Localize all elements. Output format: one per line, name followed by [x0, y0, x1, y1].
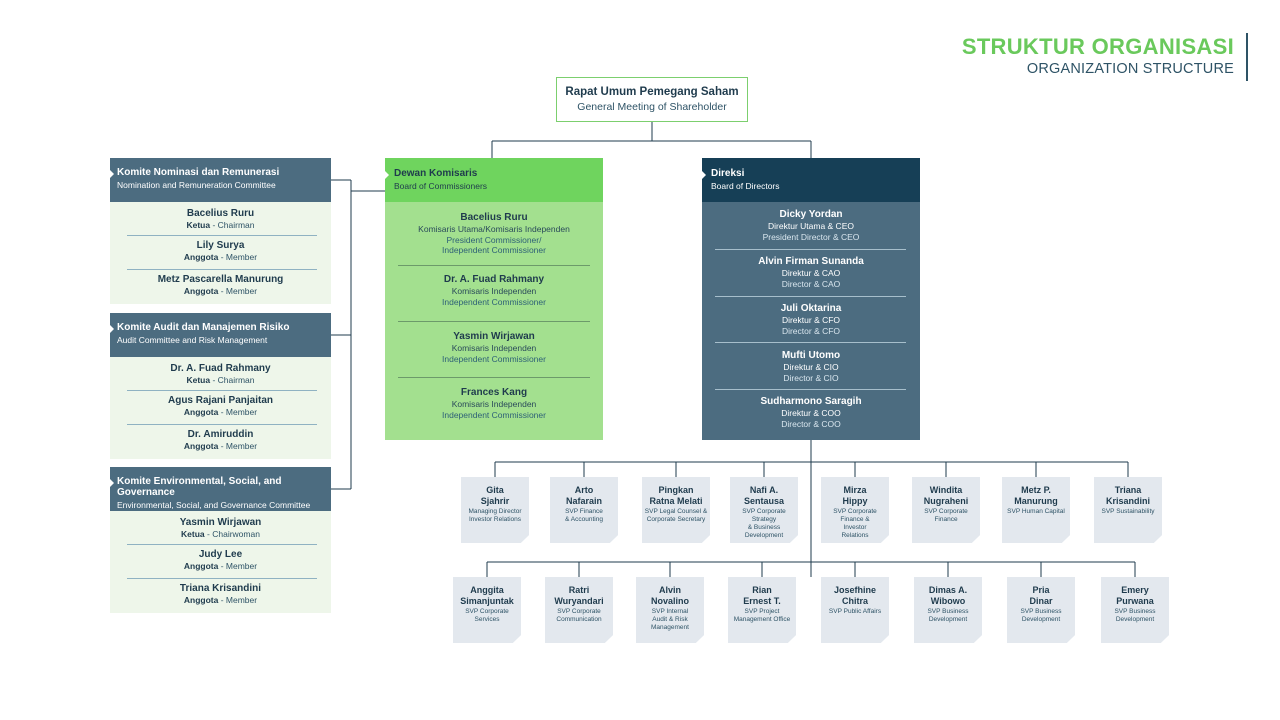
committee-nomination-body: Bacelius Ruru Ketua - Chairman Lily Sury… [110, 202, 331, 304]
page-subtitle: ORGANIZATION STRUCTURE [1026, 61, 1234, 77]
commissioner-member: Frances Kang Komisaris Independen Indepe… [442, 387, 546, 420]
director-member: Alvin Firman Sunanda Direktur & CAO Dire… [758, 256, 864, 289]
committee-member: Yasmin Wirjawan Ketua - Chairwoman [179, 517, 262, 539]
triangle-marker-icon [110, 479, 114, 487]
committee-nomination-header: Komite Nominasi dan Remunerasi Nominatio… [110, 158, 331, 202]
commissioner-member: Bacelius Ruru Komisaris Utama/Komisaris … [418, 212, 570, 255]
directors-body: Dicky Yordan Direktur Utama & CEO Presid… [702, 202, 920, 440]
committee-esg-header: Komite Environmental, Social, and Govern… [110, 467, 331, 511]
committee-audit-body: Dr. A. Fuad Rahmany Ketua - Chairman Agu… [110, 357, 331, 459]
committee-member: Judy Lee Anggota - Member [183, 549, 258, 571]
commissioner-member: Yasmin Wirjawan Komisaris Independen Ind… [442, 331, 546, 364]
committee-esg-body: Yasmin Wirjawan Ketua - Chairwoman Judy … [110, 511, 331, 613]
committee-member: Agus Rajani Panjaitan Anggota - Member [167, 395, 274, 417]
committee-member: Dr. Amiruddin Anggota - Member [183, 429, 258, 451]
commissioners-body: Bacelius Ruru Komisaris Utama/Komisaris … [385, 202, 603, 440]
rups-subtitle: General Meeting of Shareholder [577, 101, 727, 113]
commissioners-header: Dewan Komisaris Board of Commissioners [385, 158, 603, 202]
svp-card: Metz P.Manurung SVP Human Capital [1002, 477, 1070, 543]
director-member: Sudharmono Saragih Direktur & COO Direct… [760, 396, 862, 429]
committee-member: Dr. A. Fuad Rahmany Ketua - Chairman [170, 363, 271, 385]
triangle-marker-icon [702, 171, 706, 179]
page-title: STRUKTUR ORGANISASI [961, 34, 1234, 59]
commissioner-member: Dr. A. Fuad Rahmany Komisaris Independen… [442, 274, 546, 307]
director-member: Dicky Yordan Direktur Utama & CEO Presid… [762, 209, 860, 242]
triangle-marker-icon [110, 325, 114, 333]
committee-member: Metz Pascarella Manurung Anggota - Membe… [157, 274, 284, 296]
committee-audit-header: Komite Audit dan Manajemen Risiko Audit … [110, 313, 331, 357]
director-member: Juli Oktarina Direktur & CFO Director & … [780, 303, 842, 336]
rups-box: Rapat Umum Pemegang Saham General Meetin… [556, 77, 748, 122]
committee-member: Triana Krisandini Anggota - Member [179, 583, 262, 605]
directors-header: Direksi Board of Directors [702, 158, 920, 202]
committee-member: Bacelius Ruru Ketua - Chairman [186, 208, 255, 230]
title-divider [1246, 33, 1248, 81]
committee-member: Lily Surya Anggota - Member [183, 240, 258, 262]
triangle-marker-icon [385, 171, 389, 179]
triangle-marker-icon [110, 170, 114, 178]
director-member: Mufti Utomo Direktur & CIO Director & CI… [781, 350, 841, 383]
rups-title: Rapat Umum Pemegang Saham [565, 86, 739, 98]
